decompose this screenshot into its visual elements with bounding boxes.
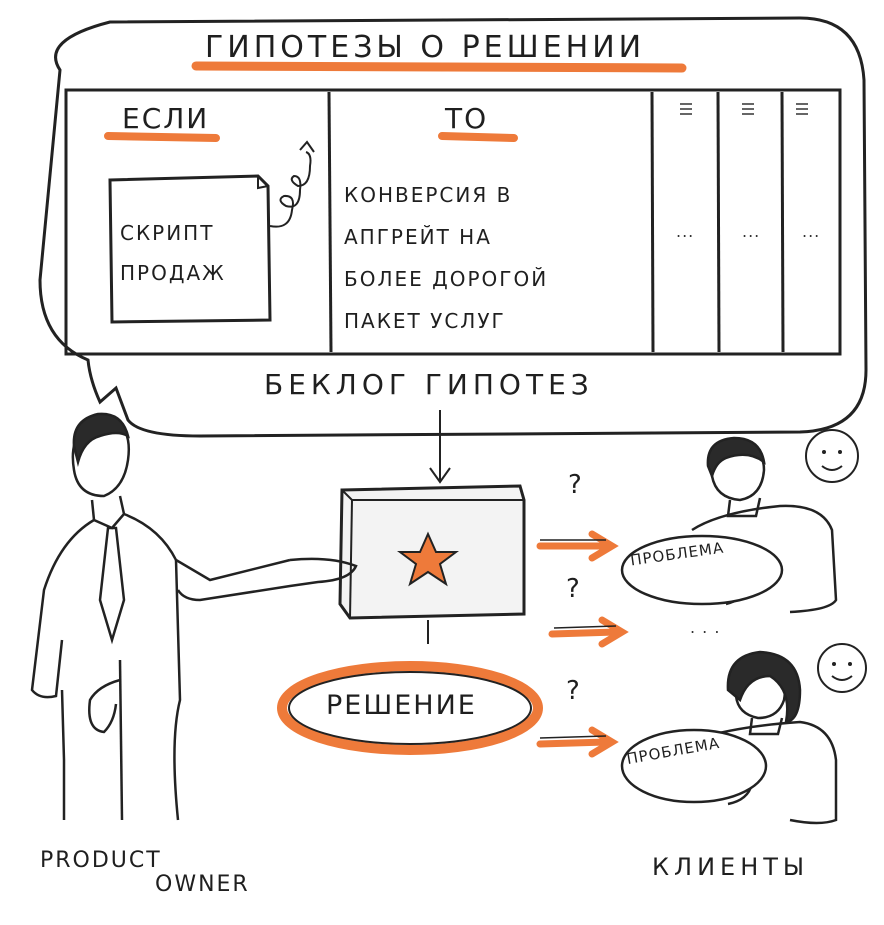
arrow-to-client bbox=[536, 530, 629, 758]
question-mark: ? bbox=[568, 470, 585, 500]
question-mark: ? bbox=[566, 574, 583, 604]
then-text-line: АПГРЕЙТ НА bbox=[344, 225, 492, 249]
problem-bubble bbox=[620, 728, 768, 804]
script-card bbox=[108, 174, 272, 324]
ellipsis: ... bbox=[676, 222, 695, 241]
solution-label: РЕШЕНИЕ bbox=[326, 690, 477, 721]
then-text-line: ПАКЕТ УСЛУГ bbox=[344, 309, 506, 333]
clients-label: КЛИЕНТЫ bbox=[652, 853, 810, 881]
smiley-icon bbox=[817, 643, 867, 693]
smiley-icon bbox=[805, 429, 859, 483]
product-owner-figure bbox=[30, 412, 358, 821]
product-owner-label-line1: PRODUCT bbox=[40, 848, 162, 873]
then-text-line: КОНВЕРСИЯ В bbox=[344, 183, 513, 207]
script-card-line: СКРИПТ bbox=[120, 221, 215, 245]
script-card-line: ПРОДАЖ bbox=[120, 261, 226, 285]
client-figure bbox=[699, 650, 838, 825]
question-mark: ? bbox=[566, 676, 583, 706]
ellipsis: ... bbox=[802, 222, 821, 241]
product-owner-label-line2: OWNER bbox=[155, 872, 250, 897]
problem-bubble bbox=[620, 534, 784, 606]
then-text: КОНВЕРСИЯ В АПГРЕЙТ НА БОЛЕЕ ДОРОГОЙ ПАК… bbox=[344, 174, 548, 342]
then-text-line: БОЛЕЕ ДОРОГОЙ bbox=[344, 267, 549, 291]
speech-bubble bbox=[38, 16, 868, 438]
star-icon bbox=[397, 531, 459, 587]
curl-arrow bbox=[269, 151, 312, 228]
solution-ellipse bbox=[277, 661, 543, 755]
backlog-label: БЕКЛОГ ГИПОТЕЗ bbox=[264, 368, 594, 401]
more-clients-dots: . . . bbox=[690, 618, 721, 637]
title-underline bbox=[191, 61, 687, 73]
ellipsis: ... bbox=[742, 222, 761, 241]
doc-icon bbox=[680, 103, 808, 115]
if-column-header: ЕСЛИ bbox=[122, 102, 210, 135]
script-card-text: СКРИПТ ПРОДАЖ bbox=[120, 213, 226, 293]
page-title: ГИПОТЕЗЫ О РЕШЕНИИ bbox=[205, 30, 646, 65]
then-column-header: ТО bbox=[445, 102, 489, 135]
hypothesis-table bbox=[64, 88, 842, 356]
